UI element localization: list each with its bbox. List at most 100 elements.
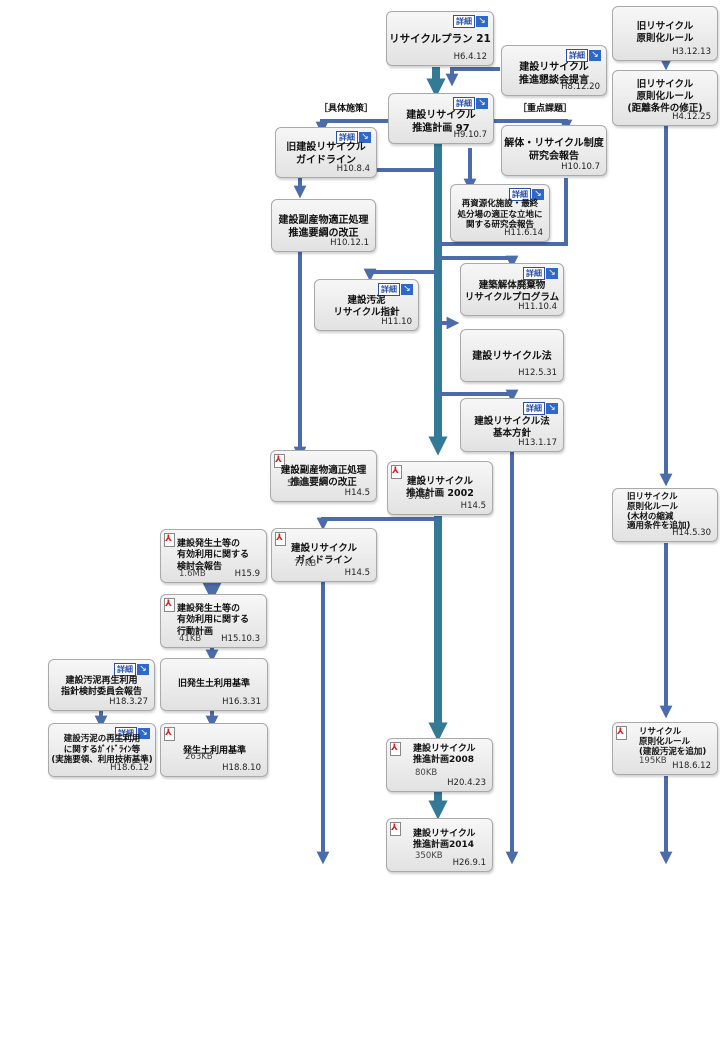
arrow (438, 255, 519, 269)
box-title: 建設副産物適正処理 推進要綱の改正 (280, 465, 367, 488)
pdf-file-icon: ⅄ (275, 532, 287, 547)
recycle-plan-21-box[interactable]: 詳細↘ リサイクルプラン 21 H6.4.12 (386, 11, 494, 66)
old-soil-utilization-standard-box[interactable]: 旧発生土利用基準 H16.3.31 (160, 658, 268, 711)
box-title: 解体・リサイクル制度 研究会報告 (504, 138, 604, 162)
promotion-plan-2014-box[interactable]: ⅄ 建設リサイクル 推進計画2014 350KB H26.9.1 (386, 818, 493, 872)
detail-link-icon[interactable]: 詳細↘ (453, 96, 488, 110)
box-date: H14.5.30 (672, 528, 711, 538)
box-date: H3.12.13 (672, 47, 711, 57)
pdf-file-icon: ⅄ (164, 533, 176, 548)
box-title: 旧発生土利用基準 (177, 679, 250, 689)
concrete-measures-label: ［具体施策］ (319, 104, 374, 114)
detail-link-icon[interactable]: 詳細↘ (115, 726, 150, 740)
byproduct-guideline-revision-box[interactable]: 建設副産物適正処理 推進要綱の改正 H10.12.1 (271, 199, 376, 252)
sludge-reuse-guideline-box[interactable]: 詳細↘ 建設汚泥の再生利用 に関するｶﾞｲﾄﾞﾗｲﾝ等 (実施要領、利用技術基準… (48, 723, 156, 777)
sludge-recycle-guideline-box[interactable]: 詳細↘ 建設汚泥 リサイクル指針 H11.10 (314, 279, 419, 331)
soil-utilization-study-report-box[interactable]: ⅄ 建設発生土等の 有効利用に関する 検討会報告 1.6MB H15.9 (160, 529, 267, 583)
box-title: 建設汚泥 リサイクル指針 (333, 295, 400, 318)
old-recycle-rule-box[interactable]: 旧リサイクル 原則化ルール H3.12.13 (612, 6, 718, 61)
detail-link-icon[interactable]: 詳細↘ (378, 282, 413, 296)
detail-link-icon[interactable]: 詳細↘ (523, 266, 558, 280)
box-date: H9.10.7 (453, 130, 487, 140)
box-title: 建設副産物適正処理 推進要綱の改正 (278, 215, 369, 239)
box-title: 建設汚泥再生利用 指針検討委員会報告 (60, 676, 142, 698)
pdf-file-icon: ⅄ (164, 598, 176, 613)
recycle-law-basic-policy-box[interactable]: 詳細↘ 建設リサイクル法 基本方針 H13.1.17 (460, 398, 564, 452)
promotion-plan-2002-box[interactable]: ⅄ 建設リサイクル 推進計画 2002 37KB H14.5 (387, 461, 493, 515)
box-date: H12.5.31 (518, 368, 557, 378)
box-title: 再資源化施設・最終 処分場の適正な立地に 関する研究会報告 (457, 199, 543, 231)
box-title: 旧リサイクル 原則化ルール (木材の縮減 適用条件を追加) (627, 492, 691, 532)
old-recycle-rule-distance-box[interactable]: 旧リサイクル 原則化ルール (距離条件の修正) H4.12.25 (612, 70, 718, 126)
promotion-panel-proposal-box[interactable]: 詳細↘ 建設リサイクル 推進懇談会提言 H8.12.20 (501, 45, 607, 96)
box-date: H4.12.25 (672, 112, 711, 122)
box-date: H20.4.23 (447, 778, 486, 788)
byproduct-guideline-revision-pdf-box[interactable]: ⅄ 建設副産物適正処理 推進要綱の改正 52KB H14.5 (270, 450, 377, 502)
box-date: H11.6.14 (504, 228, 543, 238)
box-title: 旧建設リサイクル ガイドライン (286, 142, 366, 166)
box-date: H18.3.27 (109, 697, 148, 707)
priority-issues-label: ［重点課題］ (518, 104, 573, 114)
arrow (315, 119, 388, 135)
recycling-facility-study-box[interactable]: 詳細↘ 再資源化施設・最終 処分場の適正な立地に 関する研究会報告 H11.6.… (450, 184, 550, 242)
pdf-file-icon: ⅄ (390, 822, 402, 837)
box-title: 建築解体廃棄物 リサイクルプログラム (464, 280, 560, 303)
box-date: H26.9.1 (452, 858, 486, 868)
file-size: 263KB (185, 752, 213, 762)
box-date: H14.5 (344, 488, 370, 498)
detail-link-icon[interactable]: 詳細↘ (336, 130, 371, 144)
box-title: 建設リサイクル 推進計画 97 (406, 110, 476, 134)
detail-link-icon[interactable]: 詳細↘ (114, 662, 149, 676)
box-title: 建設リサイクル 推進懇談会提言 (519, 62, 589, 86)
file-size: 41KB (179, 634, 202, 644)
box-title: 建設リサイクル法 (472, 351, 552, 362)
sludge-committee-report-box[interactable]: 詳細↘ 建設汚泥再生利用 指針検討委員会報告 H18.3.27 (48, 659, 155, 711)
box-title: リサイクル 原則化ルール (建設汚泥を追加) (639, 727, 707, 757)
demolition-study-report-box[interactable]: 解体・リサイクル制度 研究会報告 H10.10.7 (501, 125, 607, 176)
box-title: リサイクルプラン 21 (389, 33, 491, 45)
recycle-rule-sludge-box[interactable]: ⅄ リサイクル 原則化ルール (建設汚泥を追加) 195KB H18.6.12 (612, 722, 718, 775)
box-date: H18.6.12 (110, 763, 149, 773)
pdf-file-icon: ⅄ (274, 454, 286, 469)
box-date: H14.5 (344, 568, 370, 578)
box-date: H10.8.4 (336, 164, 370, 174)
file-size: 1.6MB (179, 569, 206, 579)
detail-link-icon[interactable]: 詳細↘ (523, 401, 558, 415)
box-title: 建設発生土等の 有効利用に関する 行動計画 (177, 604, 250, 637)
old-recycle-guideline-box[interactable]: 詳細↘ 旧建設リサイクル ガイドライン H10.8.4 (275, 127, 377, 178)
file-size: 52KB (287, 479, 310, 489)
demolition-waste-program-box[interactable]: 詳細↘ 建築解体廃棄物 リサイクルプログラム H11.10.4 (460, 263, 564, 316)
file-size: 80KB (415, 768, 438, 778)
file-size: 37KB (408, 492, 431, 502)
box-date: H14.5 (460, 501, 486, 511)
box-title: 建設汚泥の再生利用 に関するｶﾞｲﾄﾞﾗｲﾝ等 (実施要領、利用技術基準) (51, 734, 153, 766)
box-date: H13.1.17 (518, 438, 557, 448)
pdf-file-icon: ⅄ (391, 465, 403, 480)
soil-utilization-action-plan-box[interactable]: ⅄ 建設発生土等の 有効利用に関する 行動計画 41KB H15.10.3 (160, 594, 267, 648)
box-date: H15.10.3 (221, 634, 260, 644)
box-title: 建設発生土等の 有効利用に関する 検討会報告 (177, 539, 250, 572)
file-size: 195KB (639, 756, 667, 766)
box-title: 建設リサイクル法 基本方針 (474, 416, 550, 439)
box-title: 旧リサイクル 原則化ルール (636, 21, 694, 44)
arrow (316, 517, 438, 531)
detail-link-icon[interactable]: 詳細↘ (509, 187, 544, 201)
detail-link-icon[interactable]: 詳細↘ (566, 48, 601, 62)
recycle-law-box[interactable]: 建設リサイクル法 H12.5.31 (460, 329, 564, 382)
pdf-file-icon: ⅄ (390, 742, 402, 757)
file-size: 350KB (415, 851, 443, 861)
recycle-guideline-pdf-box[interactable]: ⅄ 建設リサイクル ガイドライン 77KB H14.5 (271, 528, 377, 582)
detail-link-icon[interactable]: 詳細↘ (453, 14, 488, 28)
arrow (363, 268, 438, 282)
box-title: 建設リサイクル 推進計画 2002 (406, 476, 474, 499)
promotion-plan-97-box[interactable]: 詳細↘ 建設リサイクル 推進計画 97 H9.10.7 (388, 93, 494, 144)
box-date: H15.9 (234, 569, 260, 579)
soil-utilization-standard-box[interactable]: ⅄ 発生土利用基準 263KB H18.8.10 (160, 723, 268, 777)
box-title: 発生土利用基準 (183, 746, 247, 756)
promotion-plan-2008-box[interactable]: ⅄ 建設リサイクル 推進計画2008 80KB H20.4.23 (386, 738, 493, 792)
box-date: H18.8.10 (222, 763, 261, 773)
old-recycle-rule-wood-box[interactable]: 旧リサイクル 原則化ルール (木材の縮減 適用条件を追加) H14.5.30 (612, 488, 718, 542)
pdf-file-icon: ⅄ (164, 727, 176, 742)
box-date: H18.6.12 (672, 761, 711, 771)
